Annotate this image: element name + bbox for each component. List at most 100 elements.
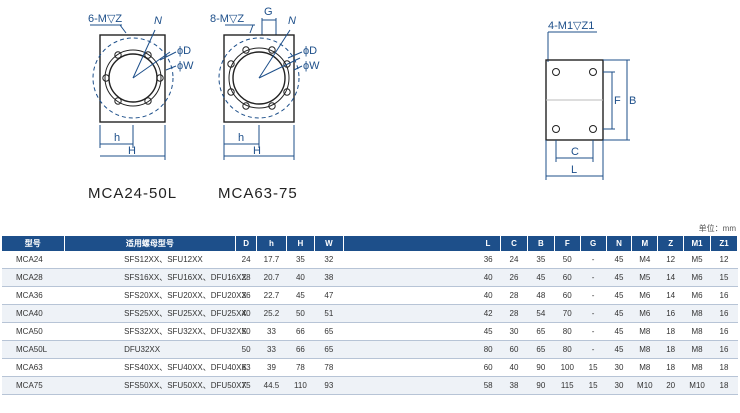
value-cell: 45	[606, 340, 632, 359]
column-header: G	[580, 236, 607, 251]
nut-models-cell: SFS32XX、SFU32XX、DFU32XX	[64, 322, 247, 341]
value-cell: 33	[256, 322, 287, 341]
value-cell: 18	[657, 358, 684, 377]
value-cell: 15	[580, 376, 607, 395]
column-header: F	[554, 236, 581, 251]
nut-models-cell: SFS40XX、SFU40XX、DFU40XX	[64, 358, 247, 377]
column-header: C	[500, 236, 528, 251]
value-cell: 18	[710, 376, 738, 395]
column-header: H	[286, 236, 315, 251]
value-cell: M6	[631, 304, 658, 323]
value-cell: 54	[527, 304, 555, 323]
value-cell: 28	[500, 304, 528, 323]
column-gap	[343, 236, 476, 251]
drawing2-label-H: H	[253, 145, 261, 157]
value-cell: 30	[606, 376, 632, 395]
value-cell: 51	[314, 304, 344, 323]
value-cell: 60	[475, 358, 501, 377]
value-cell: 66	[286, 340, 315, 359]
value-cell: M6	[683, 286, 711, 305]
value-cell: 70	[554, 304, 581, 323]
drawing3-label-l: L	[571, 164, 577, 176]
column-gap	[343, 376, 476, 395]
value-cell: 16	[710, 286, 738, 305]
value-cell: 26	[500, 268, 528, 287]
column-header: D	[235, 236, 257, 251]
value-cell: 48	[527, 286, 555, 305]
value-cell: 47	[314, 286, 344, 305]
column-header: h	[256, 236, 287, 251]
column-gap	[343, 286, 476, 305]
value-cell: 35	[286, 251, 315, 269]
value-cell: M5	[683, 251, 711, 269]
model-cell: MCA75	[2, 376, 65, 395]
column-header: Z1	[710, 236, 738, 251]
column-gap	[343, 358, 476, 377]
column-header: 型号	[2, 236, 65, 251]
value-cell: 100	[554, 358, 581, 377]
drawing-mca63	[218, 18, 303, 160]
value-cell: M10	[631, 376, 658, 395]
value-cell: M4	[631, 251, 658, 269]
value-cell: 45	[606, 268, 632, 287]
drawing1-label-H: H	[128, 145, 136, 157]
value-cell: 25.2	[256, 304, 287, 323]
value-cell: 16	[710, 322, 738, 341]
value-cell: M8	[683, 358, 711, 377]
value-cell: 39	[256, 358, 287, 377]
value-cell: M6	[683, 268, 711, 287]
value-cell: 30	[500, 322, 528, 341]
value-cell: -	[580, 340, 607, 359]
value-cell: -	[580, 251, 607, 269]
value-cell: 45	[475, 322, 501, 341]
value-cell: 40	[286, 268, 315, 287]
value-cell: 42	[475, 304, 501, 323]
value-cell: 65	[527, 322, 555, 341]
drawing2-callout: 8-M▽Z	[210, 13, 244, 25]
drawing3-label-c: C	[571, 146, 579, 158]
model-cell: MCA24	[2, 251, 65, 269]
value-cell: 38	[314, 268, 344, 287]
value-cell: M8	[683, 340, 711, 359]
drawing3-label-f: F	[614, 95, 621, 107]
value-cell: 75	[235, 376, 257, 395]
value-cell: 58	[475, 376, 501, 395]
value-cell: 36	[475, 251, 501, 269]
value-cell: 80	[554, 340, 581, 359]
value-cell: 40	[475, 286, 501, 305]
drawing3-callout: 4-M1▽Z1	[548, 20, 594, 32]
value-cell: 28	[500, 286, 528, 305]
model-cell: MCA36	[2, 286, 65, 305]
nut-models-cell: SFS16XX、SFU16XX、DFU16XX	[64, 268, 247, 287]
value-cell: 15	[710, 268, 738, 287]
column-header: B	[527, 236, 555, 251]
value-cell: 28	[235, 268, 257, 287]
value-cell: 16	[657, 304, 684, 323]
nut-models-cell: SFS12XX、SFU12XX	[64, 251, 236, 269]
value-cell: 40	[500, 358, 528, 377]
value-cell: M8	[631, 340, 658, 359]
column-gap	[343, 340, 476, 359]
column-header: 适用螺母型号	[64, 236, 237, 251]
model-cell: MCA63	[2, 358, 65, 377]
value-cell: 16	[710, 340, 738, 359]
value-cell: 33	[256, 340, 287, 359]
value-cell: 110	[286, 376, 315, 395]
value-cell: 18	[657, 322, 684, 341]
value-cell: 50	[235, 322, 257, 341]
value-cell: 90	[527, 376, 555, 395]
value-cell: M6	[631, 286, 658, 305]
value-cell: M8	[631, 358, 658, 377]
nut-models-cell: DFU32XX	[64, 340, 236, 359]
column-header: M1	[683, 236, 712, 251]
drawing-mca24	[90, 24, 177, 160]
value-cell: M5	[631, 268, 658, 287]
model-cell: MCA28	[2, 268, 65, 287]
drawing-side-view	[545, 31, 630, 180]
